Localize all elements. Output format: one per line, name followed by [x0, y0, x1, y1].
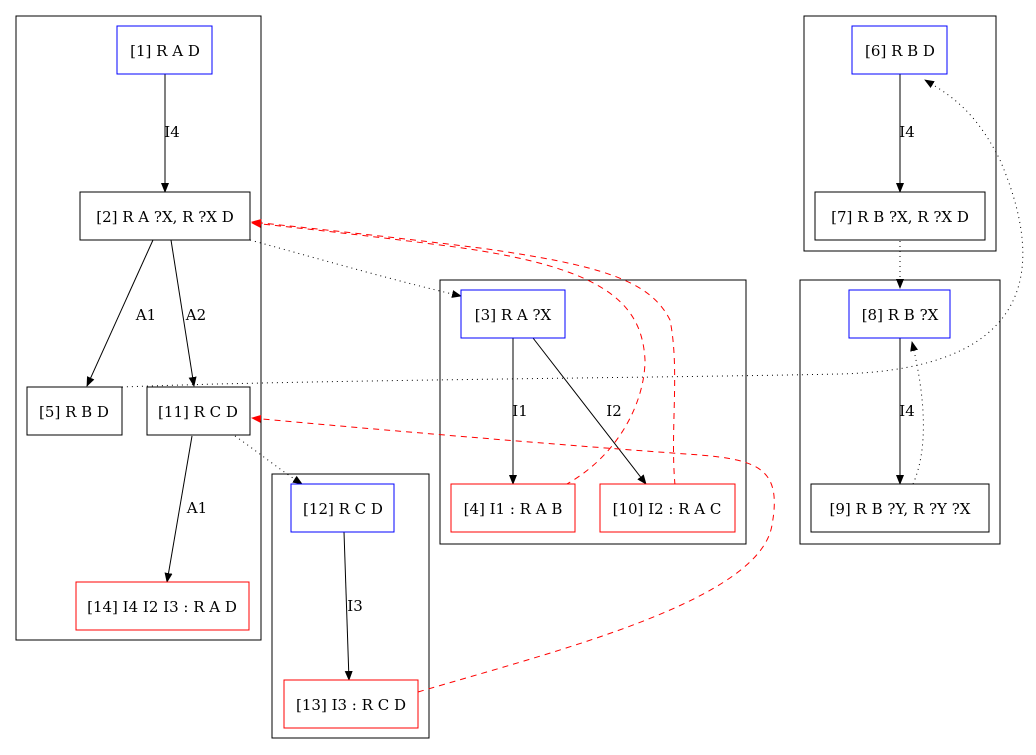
backlink-13-11: [251, 414, 775, 693]
edge-label-6-7: I4: [899, 123, 914, 141]
backlink-edges: [251, 218, 775, 693]
node-6-label: [6] R B D: [865, 42, 935, 60]
edge-label-8-9: I4: [899, 402, 914, 420]
edge-labels: I4 A1 A2 I1 I2 I4 I4 A1 I3: [135, 123, 915, 615]
edge-12-13: [343, 531, 353, 681]
node-9: [9] R B ?Y, R ?Y ?X: [810, 483, 990, 533]
node-9-label: [9] R B ?Y, R ?Y ?X: [830, 500, 971, 518]
backlink-10-2: [251, 218, 676, 486]
node-10-label: [10] I2 : R A C: [613, 500, 722, 518]
node-13: [13] I3 : R C D: [283, 679, 419, 729]
node-11-label: [11] R C D: [158, 403, 238, 421]
clusters: [15, 15, 1001, 739]
edge-label-2-11: A2: [185, 306, 206, 324]
edge-3-10: [532, 337, 647, 485]
edge-label-11-14: A1: [186, 499, 207, 517]
node-10: [10] I2 : R A C: [599, 483, 736, 533]
node-14-label: [14] I4 I2 I3 : R A D: [87, 598, 237, 616]
node-5: [5] R B D: [26, 386, 123, 436]
cluster-3: [439, 279, 747, 545]
node-14: [14] I4 I2 I3 : R A D: [75, 581, 250, 631]
node-12: [12] R C D: [290, 483, 395, 533]
node-1-label: [1] R A D: [130, 42, 200, 60]
node-2-label: [2] R A ?X, R ?X D: [96, 208, 234, 226]
node-3-label: [3] R A ?X: [475, 306, 552, 324]
node-13-label: [13] I3 : R C D: [296, 696, 406, 714]
dotted-edge-5-6: [121, 79, 1024, 388]
dotted-edge-2-3: [249, 239, 462, 298]
edge-label-3-4: I1: [512, 402, 527, 420]
solid-edges: [86, 74, 904, 681]
edge-label-3-10: I2: [606, 402, 621, 420]
edge-label-2-5: A1: [135, 306, 156, 324]
node-2: [2] R A ?X, R ?X D: [79, 191, 251, 241]
node-11: [11] R C D: [146, 386, 251, 436]
node-7: [7] R B ?X, R ?X D: [814, 191, 986, 241]
node-1: [1] R A D: [116, 25, 213, 75]
edge-label-12-13: I3: [347, 597, 362, 615]
node-5-label: [5] R B D: [39, 403, 109, 421]
edge-label-1-2: I4: [164, 123, 179, 141]
node-8-label: [8] R B ?X: [862, 306, 939, 324]
node-4-label: [4] I1 : R A B: [464, 500, 563, 518]
node-6: [6] R B D: [851, 25, 948, 75]
node-7-label: [7] R B ?X, R ?X D: [831, 208, 969, 226]
node-12-label: [12] R C D: [303, 500, 383, 518]
dotted-edges: [121, 79, 1024, 485]
cluster-12: [271, 473, 430, 739]
nodes: [1] R A D [2] R A ?X, R ?X D [3] R A ?X …: [26, 25, 990, 729]
edge-2-5: [86, 239, 154, 387]
edge-2-11: [170, 239, 197, 387]
edge-11-14: [164, 435, 193, 583]
backlink-4-2: [251, 219, 646, 486]
node-8: [8] R B ?X: [848, 289, 951, 339]
node-4: [4] I1 : R A B: [450, 483, 576, 533]
cluster-1: [15, 15, 262, 641]
node-3: [3] R A ?X: [460, 289, 566, 339]
dotted-edge-11-12: [234, 435, 303, 485]
